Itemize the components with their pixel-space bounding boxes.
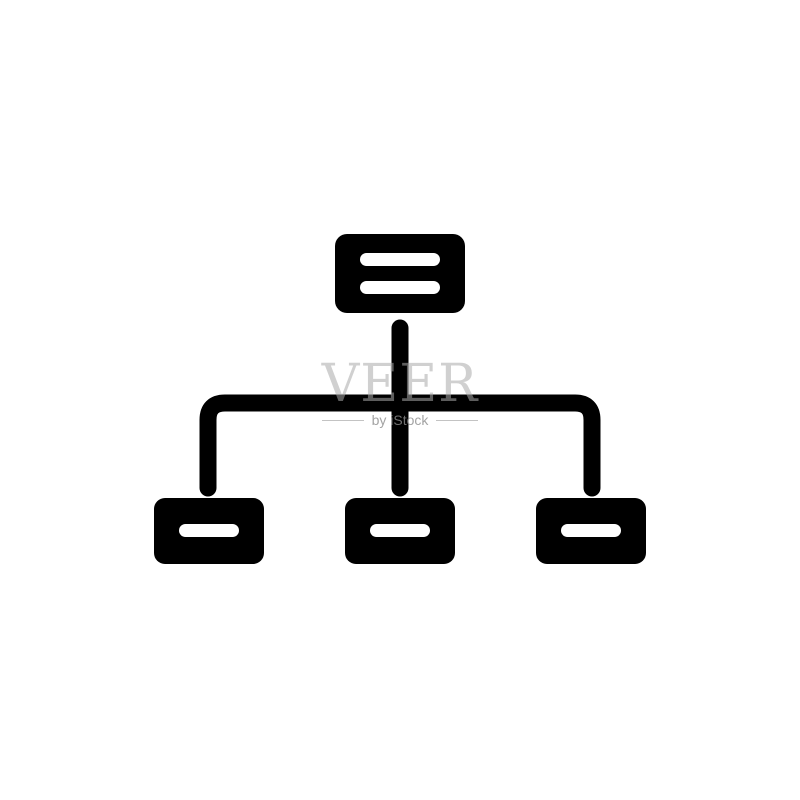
top-node-box bbox=[335, 234, 465, 313]
child-node-right-box bbox=[536, 498, 646, 564]
top-node-line-2 bbox=[360, 281, 440, 294]
child-node-middle-line bbox=[370, 524, 430, 537]
connector-lines bbox=[199, 319, 601, 497]
child-node-left-box bbox=[154, 498, 264, 564]
child-node-middle-box bbox=[345, 498, 455, 564]
top-node-line-1 bbox=[360, 253, 440, 266]
child-node-right-line bbox=[561, 524, 621, 537]
child-node-left-line bbox=[179, 524, 239, 537]
